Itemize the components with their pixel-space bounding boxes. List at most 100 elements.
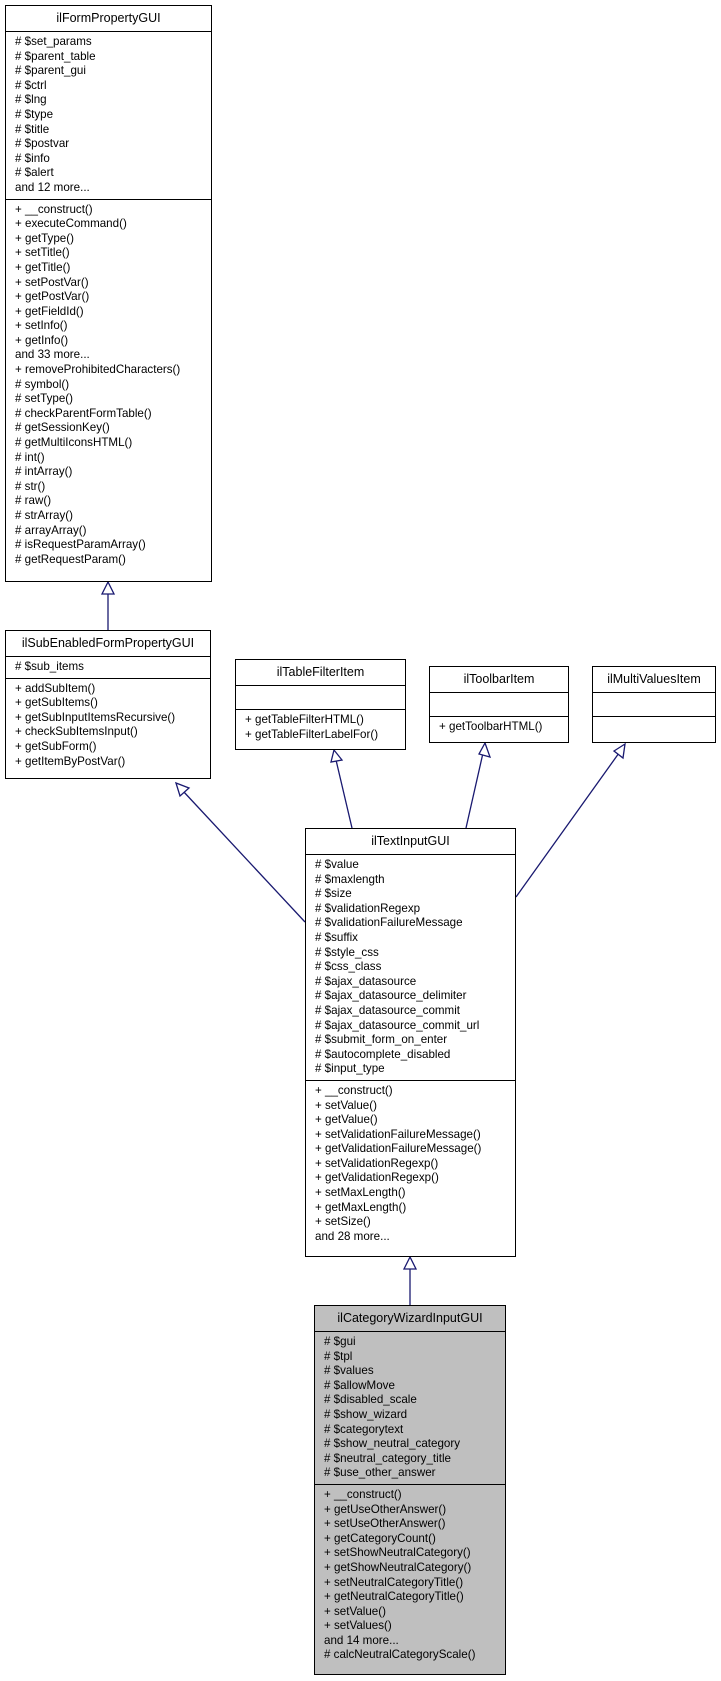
edge-textinput-to-tablefilter <box>335 759 353 829</box>
attribute-row: # $lng <box>15 93 47 107</box>
attribute-row: and 12 more... <box>15 180 90 194</box>
method-row: + getSubInputItemsRecursive() <box>15 710 176 724</box>
attribute-row: # $tpl <box>324 1349 353 1363</box>
method-row: + __construct() <box>15 202 93 216</box>
method-row: + setUseOtherAnswer() <box>324 1517 446 1531</box>
attribute-row: # $type <box>15 107 54 121</box>
arrowhead-formproperty <box>100 580 116 595</box>
method-row: # getMultiIconsHTML() <box>15 436 133 450</box>
arrowhead-subenabled <box>174 781 191 798</box>
method-row: + setPostVar() <box>15 275 89 289</box>
method-row: # setType() <box>15 392 73 406</box>
class-name: ilCategoryWizardInputGUI <box>315 1306 505 1332</box>
class-ilformpropertygui[interactable]: ilFormPropertyGUI # $set_params# $parent… <box>5 5 212 582</box>
methods-section: + __construct()+ executeCommand()+ getTy… <box>6 200 211 571</box>
method-row: and 14 more... <box>324 1633 399 1647</box>
method-row: + setShowNeutralCategory() <box>324 1546 471 1560</box>
method-row: + getItemByPostVar() <box>15 754 126 768</box>
attribute-row: # $alert <box>15 166 54 180</box>
class-iltablefilteritem[interactable]: ilTableFilterItem + getTableFilterHTML()… <box>235 659 406 750</box>
methods-section: + __construct()+ getUseOtherAnswer()+ se… <box>315 1485 505 1666</box>
attributes-section: # $value# $maxlength# $size# $validation… <box>306 855 515 1081</box>
arrowhead-toolbar <box>478 741 492 758</box>
method-row: + getMaxLength() <box>315 1200 407 1214</box>
method-row: + getSubItems() <box>15 696 98 710</box>
methods-section: + addSubItem()+ getSubItems()+ getSubInp… <box>6 679 210 773</box>
attribute-row: # $allowMove <box>324 1378 395 1392</box>
attribute-row: # $submit_form_on_enter <box>315 1033 448 1047</box>
method-row: + setSize() <box>315 1215 371 1229</box>
method-row: + getFieldId() <box>15 304 84 318</box>
attribute-row: # $parent_table <box>15 49 96 63</box>
method-row: + getPostVar() <box>15 290 90 304</box>
attribute-row: # $parent_gui <box>15 64 86 78</box>
edge-textinput-to-subenabled <box>182 790 306 923</box>
class-name: ilFormPropertyGUI <box>6 6 211 32</box>
attribute-row: # $css_class <box>315 960 382 974</box>
methods-section: + getTableFilterHTML()+ getTableFilterLa… <box>236 710 405 745</box>
attribute-row: # $style_css <box>315 945 379 959</box>
method-row: + checkSubItemsInput() <box>15 725 138 739</box>
attribute-row: # $suffix <box>315 930 358 944</box>
method-row: + getTableFilterLabelFor() <box>245 727 379 741</box>
attributes-section <box>236 686 405 710</box>
attribute-row: # $info <box>15 151 50 165</box>
attributes-section: # $set_params# $parent_table# $parent_gu… <box>6 32 211 200</box>
class-name: ilTableFilterItem <box>236 660 405 686</box>
method-row: + getInfo() <box>15 333 69 347</box>
method-row: + __construct() <box>315 1083 393 1097</box>
method-row: + getCategoryCount() <box>324 1531 436 1545</box>
class-name: ilToolbarItem <box>430 667 568 693</box>
method-row: # int() <box>15 450 45 464</box>
attribute-row: # $use_other_answer <box>324 1466 436 1480</box>
attribute-row: # $input_type <box>315 1062 385 1076</box>
attribute-row: # $ajax_datasource_commit_url <box>315 1018 480 1032</box>
method-row: # getSessionKey() <box>15 421 110 435</box>
attribute-row: # $validationRegexp <box>315 901 421 915</box>
method-row: + setTitle() <box>15 246 70 260</box>
method-row: + getType() <box>15 231 74 245</box>
method-row: + getValidationFailureMessage() <box>315 1142 482 1156</box>
method-row: + getTitle() <box>15 260 71 274</box>
attribute-row: # $maxlength <box>315 872 385 886</box>
attribute-row: # $show_wizard <box>324 1407 408 1421</box>
attribute-row: # $title <box>15 122 50 136</box>
class-ilcategorywizardinputgui[interactable]: ilCategoryWizardInputGUI # $gui# $tpl# $… <box>314 1305 506 1675</box>
method-row: # arrayArray() <box>15 523 87 537</box>
method-row: + getValue() <box>315 1113 378 1127</box>
method-row: # getRequestParam() <box>15 552 126 566</box>
attributes-section: # $gui# $tpl# $values# $allowMove# $disa… <box>315 1332 505 1485</box>
method-row: # checkParentFormTable() <box>15 406 152 420</box>
methods-section: + getToolbarHTML() <box>430 717 568 738</box>
method-row: # strArray() <box>15 509 73 522</box>
methods-section: + __construct()+ setValue()+ getValue()+… <box>306 1081 515 1248</box>
attribute-row: # $ajax_datasource_commit <box>315 1003 461 1017</box>
attribute-row: # $ajax_datasource <box>315 974 417 988</box>
class-iltoolbaritem[interactable]: ilToolbarItem + getToolbarHTML() <box>429 666 569 743</box>
method-row: # raw() <box>15 494 52 508</box>
method-row: + getValidationRegexp() <box>315 1171 439 1185</box>
method-row: + setNeutralCategoryTitle() <box>324 1575 464 1589</box>
class-name: ilTextInputGUI <box>306 829 515 855</box>
attribute-row: # $ajax_datasource_delimiter <box>315 989 467 1003</box>
edge-textinput-to-toolbar <box>465 752 484 829</box>
method-row: # isRequestParamArray() <box>15 538 146 552</box>
class-name: ilSubEnabledFormPropertyGUI <box>6 631 210 657</box>
edge-textinput-to-multivalues <box>515 752 620 898</box>
attribute-row: # $size <box>315 887 352 901</box>
class-iltextinputgui[interactable]: ilTextInputGUI # $value# $maxlength# $si… <box>305 828 516 1257</box>
arrowhead-textinput <box>402 1255 418 1270</box>
attribute-row: # $sub_items <box>15 660 84 673</box>
method-row: and 28 more... <box>315 1229 390 1243</box>
arrowhead-multivalues <box>612 742 626 760</box>
method-row: + addSubItem() <box>15 681 96 695</box>
class-ilmultivaluesitem[interactable]: ilMultiValuesItem <box>592 666 716 743</box>
method-row: + getToolbarHTML() <box>439 720 543 733</box>
class-ilsubenabledformpropertygui[interactable]: ilSubEnabledFormPropertyGUI # $sub_items… <box>5 630 211 779</box>
attributes-section: # $sub_items <box>6 657 210 679</box>
method-row: + setMaxLength() <box>315 1186 406 1200</box>
method-row: + executeCommand() <box>15 217 127 231</box>
method-row: + setValidationRegexp() <box>315 1156 439 1170</box>
attribute-row: # $disabled_scale <box>324 1393 417 1407</box>
method-row: + getSubForm() <box>15 739 97 753</box>
